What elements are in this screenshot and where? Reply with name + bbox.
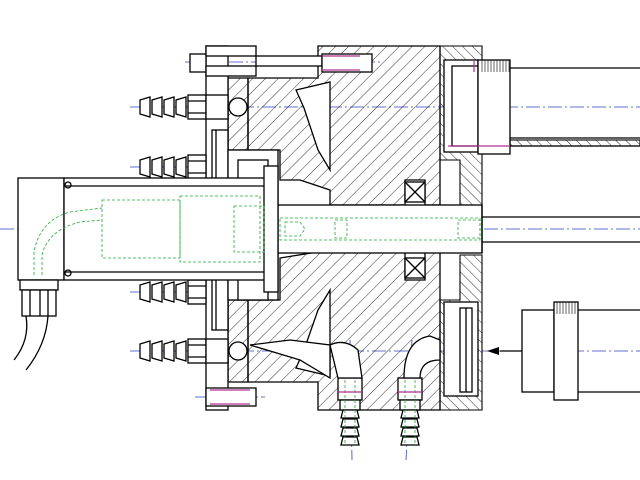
arrow-left-icon [487, 347, 499, 355]
top-bolt [189, 45, 373, 77]
hose-fitting-bottom [337, 377, 363, 446]
inner-cavities [249, 81, 331, 380]
hose-fitting-left [139, 94, 248, 120]
right-lower-coupling [443, 301, 640, 401]
encoder-housing [13, 165, 279, 371]
hose-fitting-left [139, 279, 207, 305]
bottom-hose-fittings [329, 335, 441, 446]
right-upper-coupling [443, 59, 640, 155]
hose-fitting-left [139, 154, 207, 180]
hose-fitting-left [139, 338, 248, 364]
bottom-bolt [205, 387, 257, 407]
left-hose-fittings [139, 94, 248, 364]
bearings [404, 181, 426, 279]
hose-fitting-bottom [397, 377, 423, 446]
